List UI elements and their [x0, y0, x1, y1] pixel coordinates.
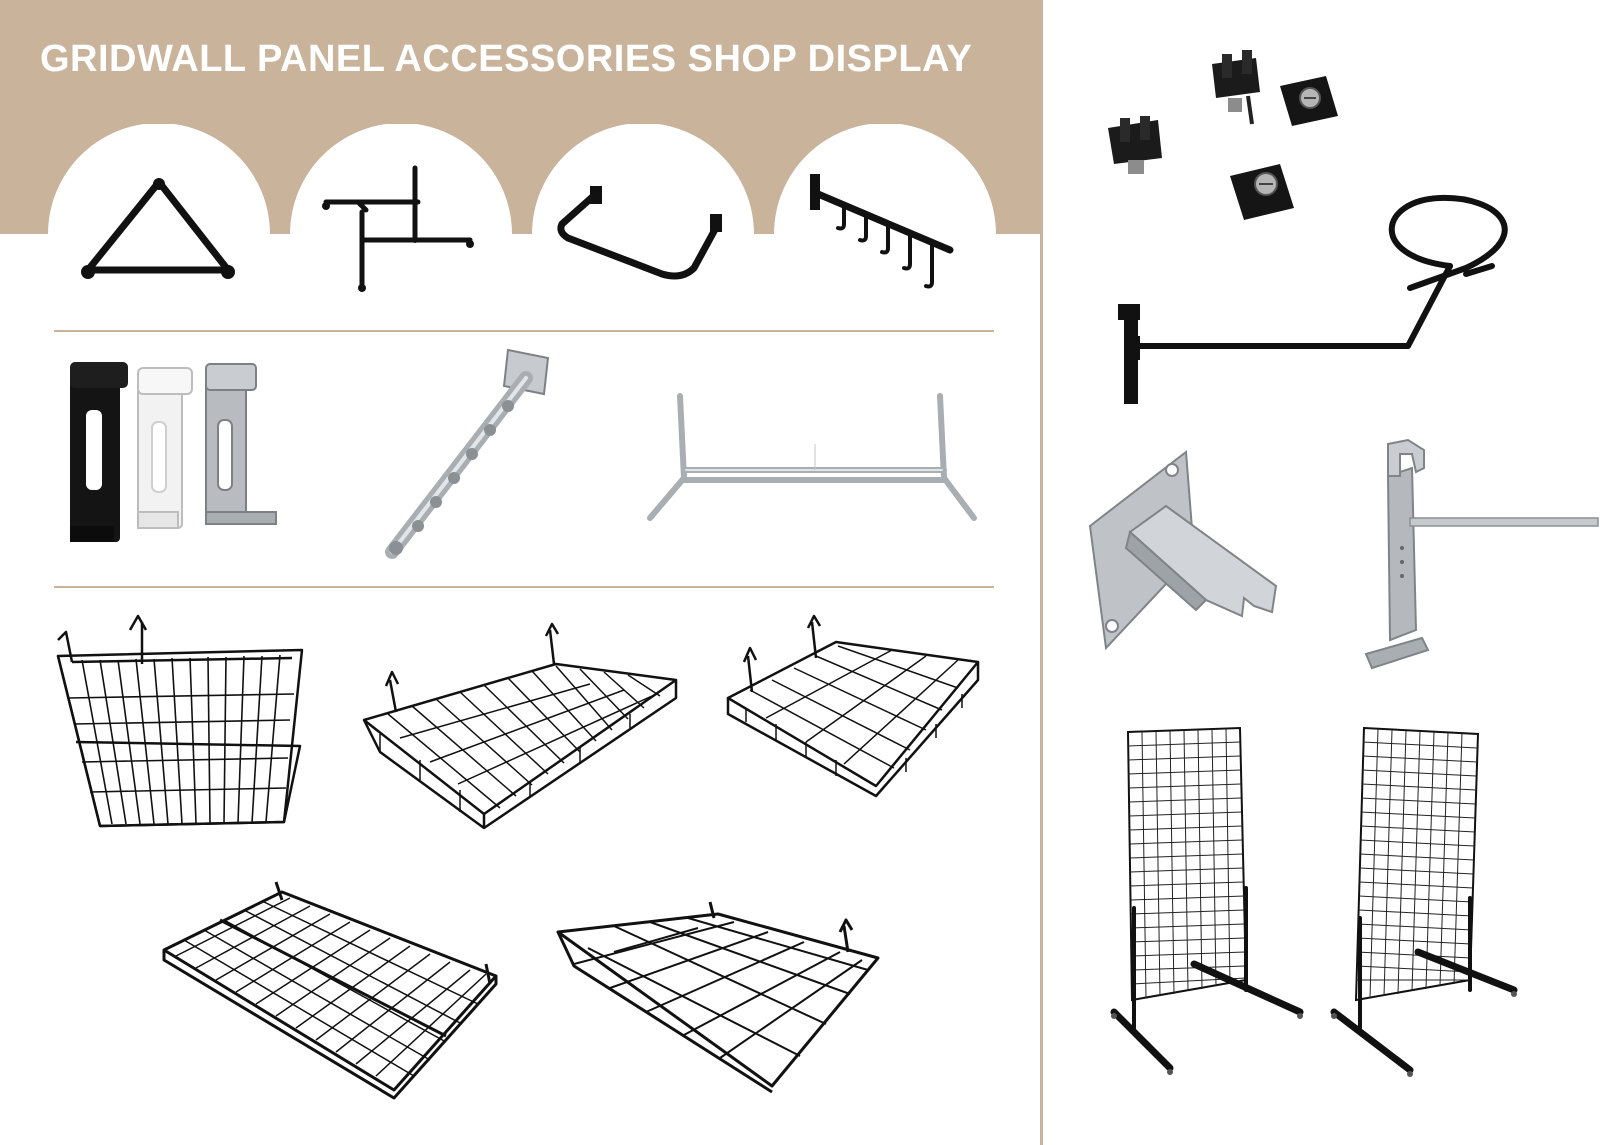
- arch-frame: [774, 124, 996, 344]
- wall-mount-bracket-icon[interactable]: [1086, 450, 1286, 651]
- wide-shallow-basket-icon[interactable]: [360, 622, 680, 830]
- helmet-hook-icon[interactable]: [1118, 194, 1538, 416]
- vertical-divider: [1040, 0, 1043, 1145]
- u-bar-hanger-icon[interactable]: [552, 184, 732, 294]
- t-leg-base-icon[interactable]: [318, 164, 488, 304]
- arch-frame: [532, 124, 754, 344]
- slanted-wire-shelf-icon[interactable]: [554, 896, 884, 1096]
- flat-wire-shelf-icon[interactable]: [160, 880, 500, 1100]
- arch-frame: [48, 124, 270, 344]
- deep-wire-basket-icon[interactable]: [52, 612, 308, 832]
- section-divider: [54, 330, 994, 332]
- triangle-stand-base-icon[interactable]: [74, 172, 244, 292]
- gridwall-panel-t-leg-icon[interactable]: [1330, 726, 1534, 1098]
- garment-rail-chrome-icon[interactable]: [640, 393, 990, 534]
- waterfall-hook-arm-icon[interactable]: [810, 172, 960, 302]
- section-divider: [54, 586, 994, 588]
- left-panel: GRIDWALL PANEL ACCESSORIES SHOP DISPLAY: [0, 0, 1040, 1100]
- panel-connector-clips-icon[interactable]: [1100, 46, 1340, 226]
- gridwall-panel-t-leg-icon[interactable]: [1110, 726, 1310, 1098]
- peg-hook-chrome-icon[interactable]: [1348, 438, 1599, 680]
- small-wire-basket-icon[interactable]: [726, 614, 982, 798]
- gridwall-hooks-black-white-chrome-icon[interactable]: [66, 362, 286, 554]
- arch-frame: [290, 124, 512, 344]
- page-title: GRIDWALL PANEL ACCESSORIES SHOP DISPLAY: [40, 38, 973, 80]
- waterfall-bar-chrome-icon[interactable]: [376, 348, 566, 568]
